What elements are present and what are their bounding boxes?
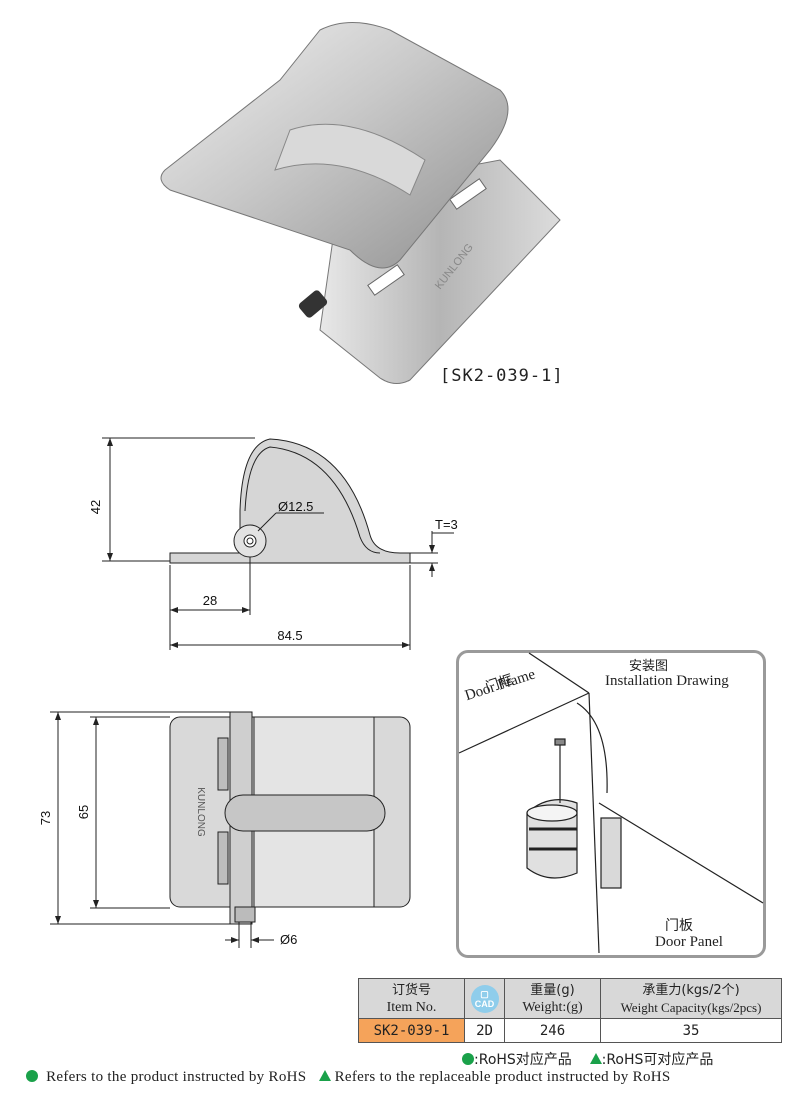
cad-cell[interactable]: 2D <box>464 1018 505 1043</box>
rohs-cn-text: :RoHS对应产品 <box>474 1052 572 1068</box>
brand-engraving-front: KUNLONG <box>195 787 206 837</box>
panel-label-cn: 门板 <box>665 918 693 934</box>
dim-offset: 28 <box>203 593 217 608</box>
product-photo: KUNLONG <box>160 22 561 384</box>
rohs-en-text: Refers to the product instructed by RoHS <box>46 1069 307 1085</box>
installation-illustration <box>458 652 764 954</box>
item-no-cell[interactable]: SK2-039-1 <box>358 1018 465 1043</box>
side-view-drawing: 42 Ø12.5 T=3 28 84.5 <box>88 437 458 650</box>
rohs-dot-icon-en <box>26 1070 38 1082</box>
table-row: SK2-039-1 2D 246 35 <box>358 1018 782 1043</box>
rohs-replace-en-text: Refers to the replaceable product instru… <box>334 1069 671 1085</box>
install-title-cn: 安装图 <box>629 659 669 674</box>
header-cad: ▢CAD <box>464 978 505 1019</box>
cad-icon[interactable]: ▢CAD <box>470 984 499 1013</box>
panel-label-en: Door Panel <box>655 934 723 950</box>
capacity-cell: 35 <box>600 1018 782 1043</box>
spec-table-header: 订货号 Item No. ▢CAD 重量(g) Weight:(g) 承重力(k… <box>358 978 782 1019</box>
rohs-replace-cn-text: :RoHS可对应产品 <box>601 1052 714 1068</box>
header-item: 订货号 Item No. <box>358 978 465 1019</box>
header-weight: 重量(g) Weight:(g) <box>504 978 601 1019</box>
model-label: [SK2-039-1] <box>440 366 564 386</box>
dim-pin-diameter: Ø6 <box>280 932 297 947</box>
rohs-dot-icon <box>462 1053 474 1065</box>
dim-thickness: T=3 <box>435 517 458 532</box>
header-item-en: Item No. <box>386 999 437 1015</box>
dim-knuckle-diameter: Ø12.5 <box>278 499 313 514</box>
header-item-cn: 订货号 <box>391 982 431 998</box>
rohs-triangle-icon <box>589 1053 602 1064</box>
install-title-en: Installation Drawing <box>605 673 729 689</box>
spec-table: 订货号 Item No. ▢CAD 重量(g) Weight:(g) 承重力(k… <box>358 978 782 1043</box>
rohs-triangle-icon-en <box>318 1070 331 1081</box>
header-capacity-cn: 承重力(kgs/2个) <box>642 982 740 998</box>
front-view-drawing: KUNLONG 73 65 Ø6 <box>38 711 411 948</box>
installation-drawing: 安装图 Installation Drawing 门框 Door Frame 门… <box>456 650 766 958</box>
dim-side-height: 42 <box>88 500 103 514</box>
header-weight-en: Weight:(g) <box>522 999 583 1015</box>
rohs-legend-en: Refers to the product instructed by RoHS… <box>26 1069 671 1086</box>
rohs-legend-cn: :RoHS对应产品 :RoHS可对应产品 <box>462 1049 713 1069</box>
dim-total-width: 84.5 <box>277 628 302 643</box>
dim-total-height: 73 <box>38 811 53 825</box>
weight-cell: 246 <box>504 1018 601 1043</box>
header-capacity: 承重力(kgs/2个) Weight Capacity(kgs/2pcs) <box>600 978 782 1019</box>
header-weight-cn: 重量(g) <box>530 982 575 998</box>
header-capacity-en: Weight Capacity(kgs/2pcs) <box>620 999 762 1015</box>
dim-leaf-height: 65 <box>76 805 91 819</box>
